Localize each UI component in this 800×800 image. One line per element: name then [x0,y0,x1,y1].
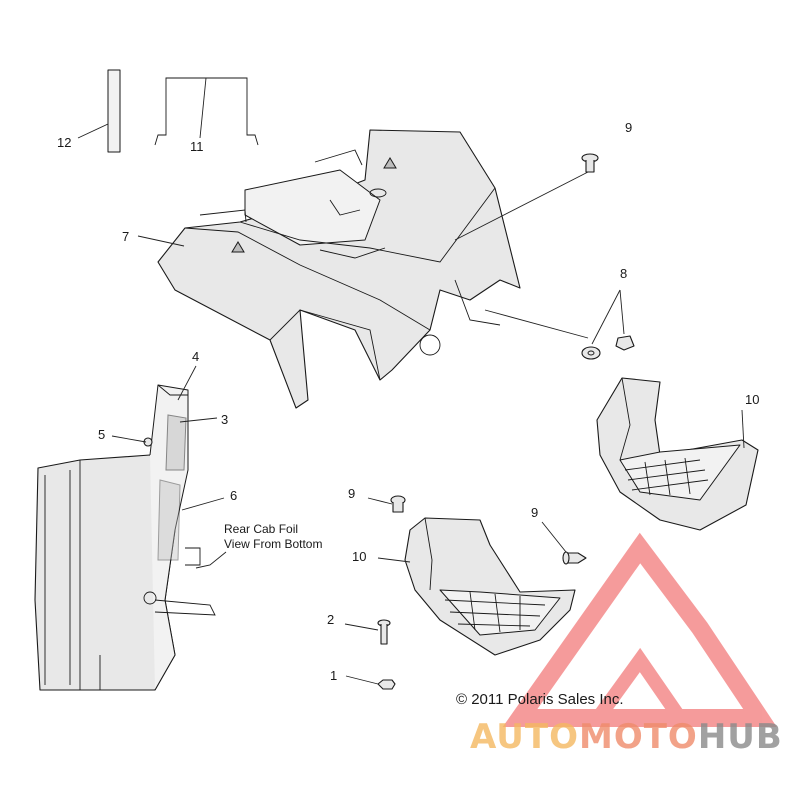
brand-moto: MOTO [579,717,698,757]
brand-auto: AUTO [470,717,579,757]
note-rear-cab-foil: Rear Cab Foil [224,522,298,536]
callout-4: 4 [192,349,199,364]
callout-10-right: 10 [745,392,759,407]
part-1-nut [377,679,396,690]
callout-9-mid: 9 [348,486,355,501]
part-9-rivets [390,153,599,565]
rivet-mid [390,495,406,513]
copyright-text: © 2011 Polaris Sales Inc. [456,691,624,708]
callout-9-top: 9 [625,120,632,135]
callout-5: 5 [98,427,105,442]
callout-6: 6 [230,488,237,503]
brand-hub: HUB [698,717,783,757]
callout-12: 12 [57,135,71,150]
part-7-rear-cab [157,129,521,409]
callout-labels: 12 11 7 9 8 10 4 3 5 6 9 9 10 2 1 [57,120,759,683]
callout-7: 7 [122,229,129,244]
svg-text:AUTOMOTOHUB: AUTOMOTOHUB [470,717,783,757]
part-2-bolt [377,619,391,645]
callout-9-bottom: 9 [531,505,538,520]
rivet-top [581,153,599,173]
rivet-bottom [562,551,587,565]
part-11-bracket [154,77,259,146]
note-view-from-bottom: View From Bottom [224,537,322,551]
rear-cab-foil-assembly [34,384,216,691]
callout-1: 1 [330,668,337,683]
part-8-washers [581,335,635,360]
callout-3: 3 [221,412,228,427]
part-10-footwell-right [596,377,759,531]
callout-11: 11 [190,139,204,154]
part-12-strip [107,69,121,153]
watermark-brand: AUTOMOTOHUB [470,717,783,757]
callout-8: 8 [620,266,627,281]
callout-2: 2 [327,612,334,627]
part-10-footwell-center [404,517,576,656]
leader-lines [77,77,745,685]
callout-10-center: 10 [352,549,366,564]
watermark-logo [502,532,777,727]
